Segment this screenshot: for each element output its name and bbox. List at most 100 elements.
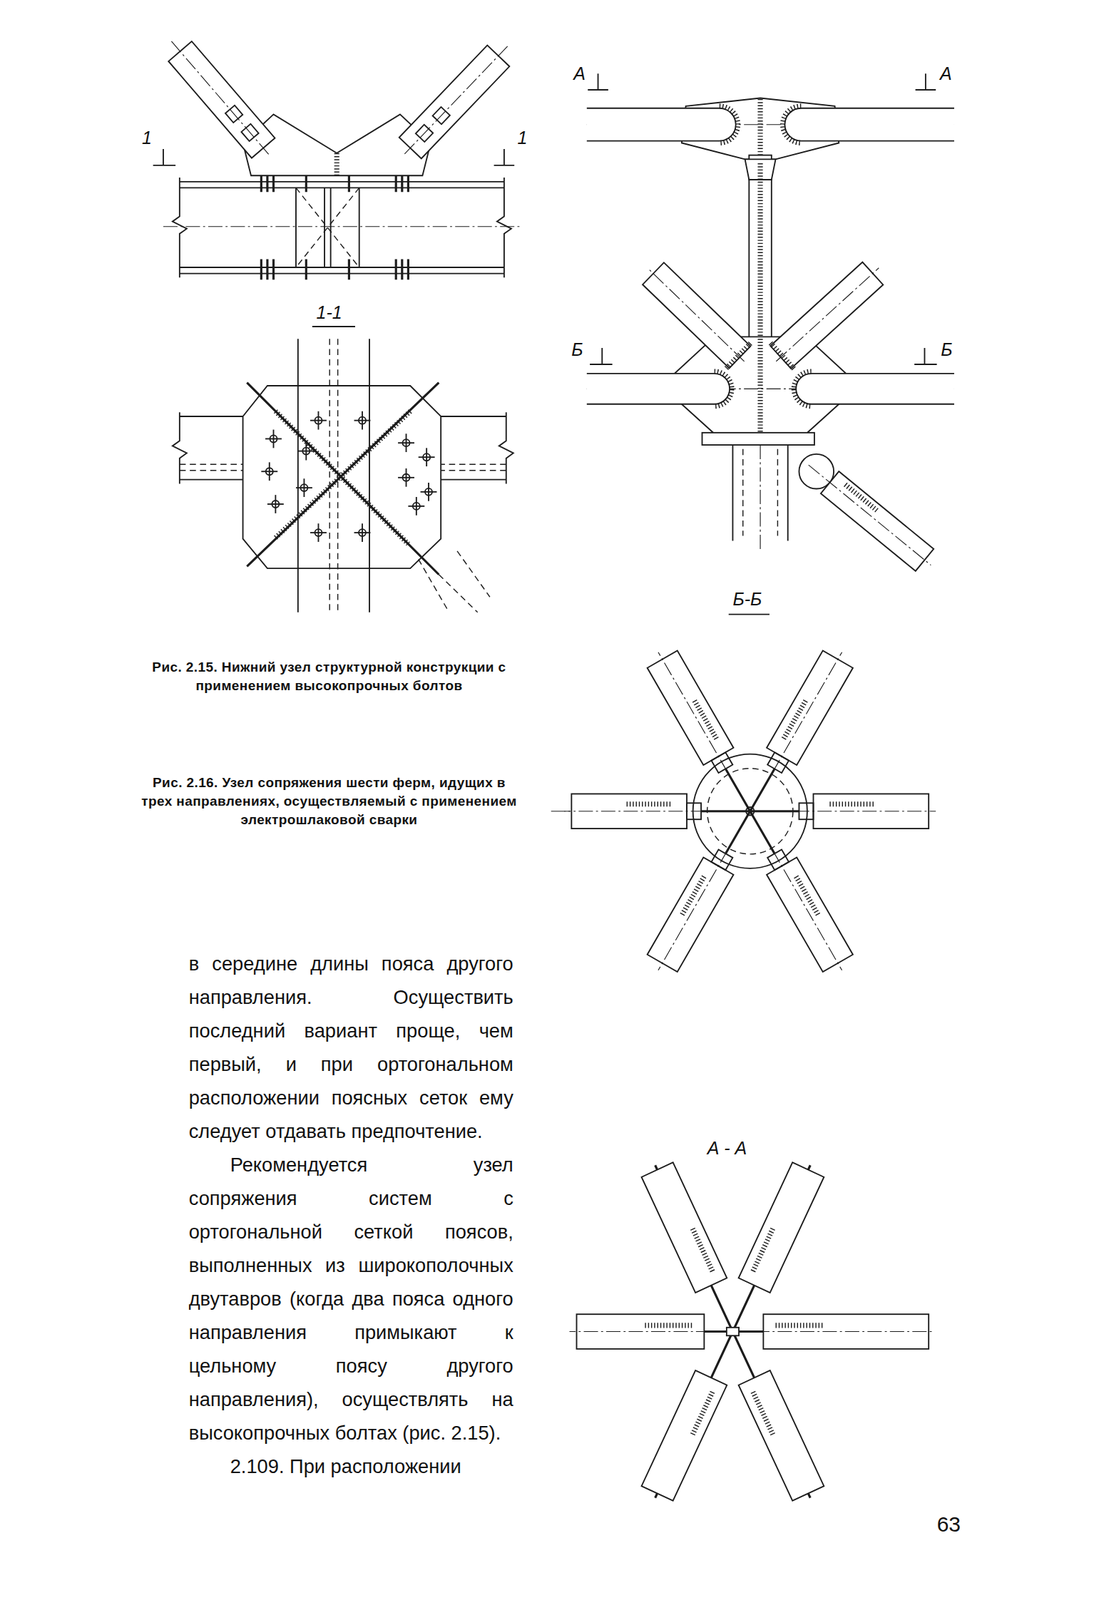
section-marker — [589, 348, 612, 365]
section-title: А - А — [707, 1138, 748, 1159]
node-section — [732, 1331, 933, 1333]
bolt-symbol — [261, 411, 437, 543]
diagonal-tube — [241, 124, 259, 142]
diagonal-plate — [246, 382, 439, 575]
bolt-marks — [261, 171, 408, 281]
node-section — [693, 700, 717, 740]
node-section — [641, 1370, 728, 1502]
section-marker — [728, 614, 770, 616]
diagonal-tube — [770, 262, 883, 369]
bolt-symbol — [354, 411, 371, 431]
bolt-symbol — [397, 433, 415, 453]
diagonal-tube — [845, 484, 877, 511]
diagonal-tube — [764, 255, 891, 375]
node-section — [738, 1162, 825, 1293]
diagonal-tube — [635, 255, 757, 374]
node-section — [641, 1162, 728, 1293]
node-section — [775, 1322, 826, 1328]
figure-caption: Рис. 2.15. Нижний узел структурной конст… — [137, 658, 521, 696]
node-section — [569, 1162, 933, 1501]
node-section — [681, 876, 704, 916]
node-section — [686, 803, 702, 820]
diagonal-tube — [820, 471, 934, 572]
section-marker — [914, 348, 937, 365]
node-section — [767, 850, 789, 871]
section-marker — [153, 149, 176, 166]
top-gusset — [757, 99, 763, 159]
node-section — [641, 1370, 728, 1502]
bolt-symbol — [310, 411, 327, 431]
chord-elevation — [295, 187, 360, 268]
bolt-symbol — [310, 523, 327, 543]
body-paragraph: в середине длины пояса другого направлен… — [188, 947, 514, 1149]
node-section — [735, 803, 858, 980]
diagonal-tube — [808, 464, 932, 565]
bolt-symbol — [267, 494, 284, 514]
chord-tube — [719, 106, 801, 144]
node-section — [798, 803, 814, 820]
node-section — [738, 1162, 825, 1293]
node-section — [783, 700, 806, 740]
node-section — [732, 1314, 933, 1350]
node-section — [795, 876, 819, 916]
diagonal-tube — [647, 268, 745, 362]
chord-tube — [757, 338, 763, 433]
page-number: 63 — [937, 1512, 961, 1537]
node-section — [753, 1227, 774, 1272]
chord-plan — [329, 338, 338, 612]
diagonal-tube — [171, 41, 269, 155]
node-section — [738, 1370, 825, 1502]
section-marker — [587, 73, 609, 90]
diagonal-tube — [432, 106, 451, 125]
chord-tube — [586, 106, 955, 144]
diagonal-plate — [246, 382, 490, 613]
diagonal-tube — [770, 343, 794, 369]
diagonal-tube — [775, 268, 879, 362]
chord-elevation — [163, 177, 521, 278]
node-section — [691, 1392, 713, 1437]
section-mark: Б — [571, 340, 583, 361]
chord-tube — [795, 373, 955, 405]
bolt-marks — [261, 171, 408, 281]
diagonal-tube — [404, 46, 508, 155]
diagonal-tube — [159, 31, 281, 165]
chord-plan — [298, 338, 370, 612]
section-marker — [587, 73, 937, 615]
section-marker — [915, 73, 937, 90]
body-paragraph: 2.109. При расположении — [188, 1449, 514, 1484]
node-section — [693, 754, 808, 869]
diagonal-tube — [642, 262, 751, 368]
chord-tube — [586, 338, 955, 433]
bolt-symbol — [261, 462, 278, 481]
node-section — [641, 1162, 728, 1293]
node-section — [643, 1322, 693, 1328]
gusset-plate — [243, 114, 431, 176]
column-support — [743, 449, 779, 537]
column-support — [702, 432, 815, 446]
column-support — [760, 445, 761, 552]
node-section — [551, 643, 936, 980]
bolt-symbol — [418, 447, 436, 467]
chord-plan — [298, 338, 370, 612]
gusset-plate — [243, 114, 431, 176]
node-section — [745, 807, 754, 816]
node-section — [726, 1327, 739, 1336]
section-mark: А — [573, 64, 586, 85]
node-section — [735, 643, 858, 821]
diagonal-tube — [415, 124, 433, 142]
diagonal-tube — [225, 105, 243, 123]
node-section — [829, 801, 875, 807]
vertical-tube — [757, 163, 763, 337]
section-mark: 1 — [517, 128, 528, 149]
node-section — [569, 1314, 733, 1350]
node-section — [711, 752, 733, 774]
chord-elevation — [163, 226, 521, 227]
node-section — [643, 643, 766, 821]
text-column: в середине длины пояса другого направлен… — [188, 947, 514, 1484]
section-marker — [494, 149, 515, 166]
diagonal-tube — [393, 35, 519, 165]
section-mark: Б — [940, 340, 953, 361]
node-section — [701, 768, 799, 854]
node-section — [767, 752, 789, 774]
body-paragraph: Рекомендуется узел сопряжения систем с о… — [188, 1148, 514, 1450]
